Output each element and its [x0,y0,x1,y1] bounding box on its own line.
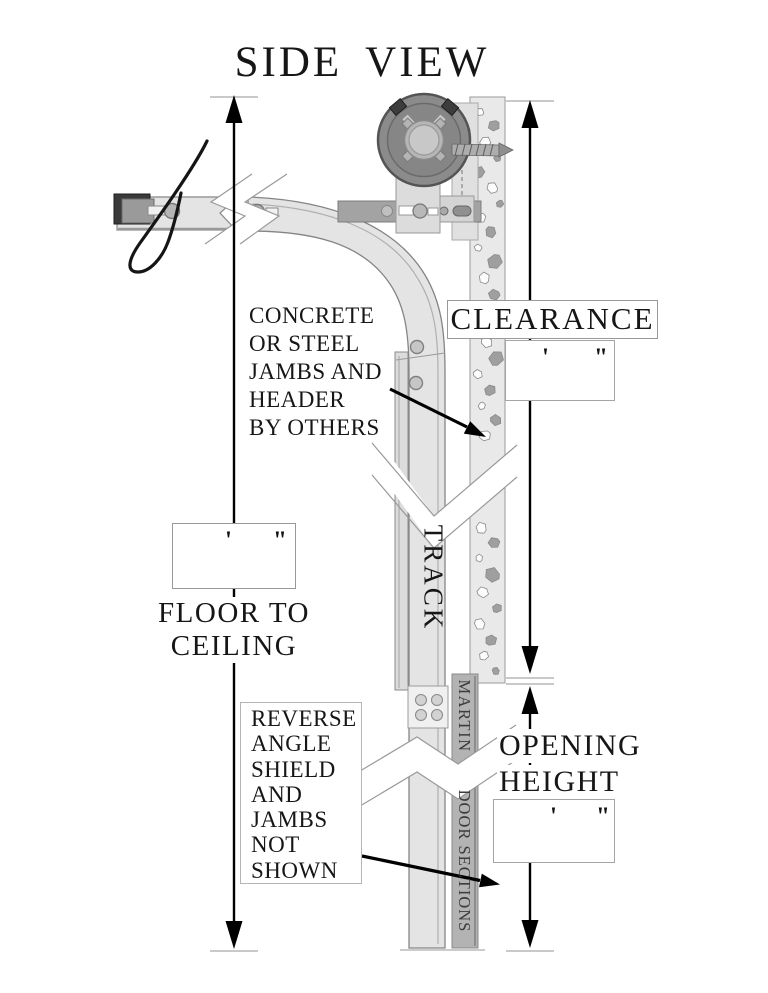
arrowhead [479,873,500,888]
jambs-note: CONCRETE OR STEEL JAMBS AND HEADER BY OT… [249,302,382,442]
roller [408,375,424,391]
arrowhead-up [521,100,539,128]
floor-feet-mark: ' [225,527,232,554]
opening-feet-mark: ' [550,803,557,830]
clearance-label: CLEARANCE [450,301,655,336]
concrete-jamb [469,96,506,684]
jambs-note-line: CONCRETE [249,303,375,328]
vertical-angle-strip [394,351,409,691]
door-sections-strip [451,673,479,949]
arrowhead-down [225,921,243,949]
arrowhead-down [521,920,539,948]
arrowhead-up [521,686,539,714]
opening-height-value-box: ' " [493,799,615,863]
reverse-note-box: REVERSE ANGLE SHIELD AND JAMBS NOT SHOWN [240,702,362,884]
reverse-note-line: AND [251,781,303,807]
door-sections-label: DOOR SECTIONS [455,789,474,933]
floor-to-ceiling-dimension-line [210,95,258,952]
brand-label: MARTIN [455,679,474,753]
cable-drum [376,92,472,188]
reverse-note-line: SHOWN [251,857,338,883]
track-splice-plate [407,685,449,729]
reverse-note-line: JAMBS [251,807,328,833]
floor-to-ceiling-label-line1: FLOOR TO [154,597,314,630]
clearance-value-box: ' " [505,340,615,401]
lag-screw [451,142,514,158]
reverse-note-line: SHIELD [251,756,336,782]
track-label: TRACK [418,524,449,632]
floor-to-ceiling-label-line2: CEILING [166,630,302,663]
set-screw [440,97,460,117]
page-title: SIDE VIEW [234,39,490,86]
clearance-inch-mark: " [594,344,608,371]
lift-cable [128,139,209,274]
opening-height-label-line2: HEIGHT [497,765,622,799]
reverse-note-line: ANGLE [251,731,332,757]
clearance-label-box: CLEARANCE [447,300,658,339]
arrowhead-up [225,95,243,123]
arrowhead [463,421,486,437]
reverse-note-line: NOT [251,832,300,858]
jambs-note-line: BY OTHERS [249,415,380,440]
jambs-note-line: HEADER [249,387,346,412]
opening-inch-mark: " [596,803,610,830]
reverse-note: REVERSE ANGLE SHIELD AND JAMBS NOT SHOWN [251,706,357,883]
opening-height-label-line1: OPENING [497,729,644,763]
pointer-arrows [361,387,500,888]
roller [409,339,425,355]
floor-inch-mark: " [273,527,287,554]
drum-hub [401,117,447,163]
jambs-note-line: JAMBS AND [249,359,382,384]
reverse-note-line: REVERSE [251,706,357,731]
jambs-note-line: OR STEEL [249,331,360,356]
arrowhead-down [521,646,539,674]
floor-to-ceiling-value-box: ' " [172,523,296,589]
clearance-feet-mark: ' [542,344,549,371]
break-symbols [204,173,518,813]
set-screw [388,97,408,117]
